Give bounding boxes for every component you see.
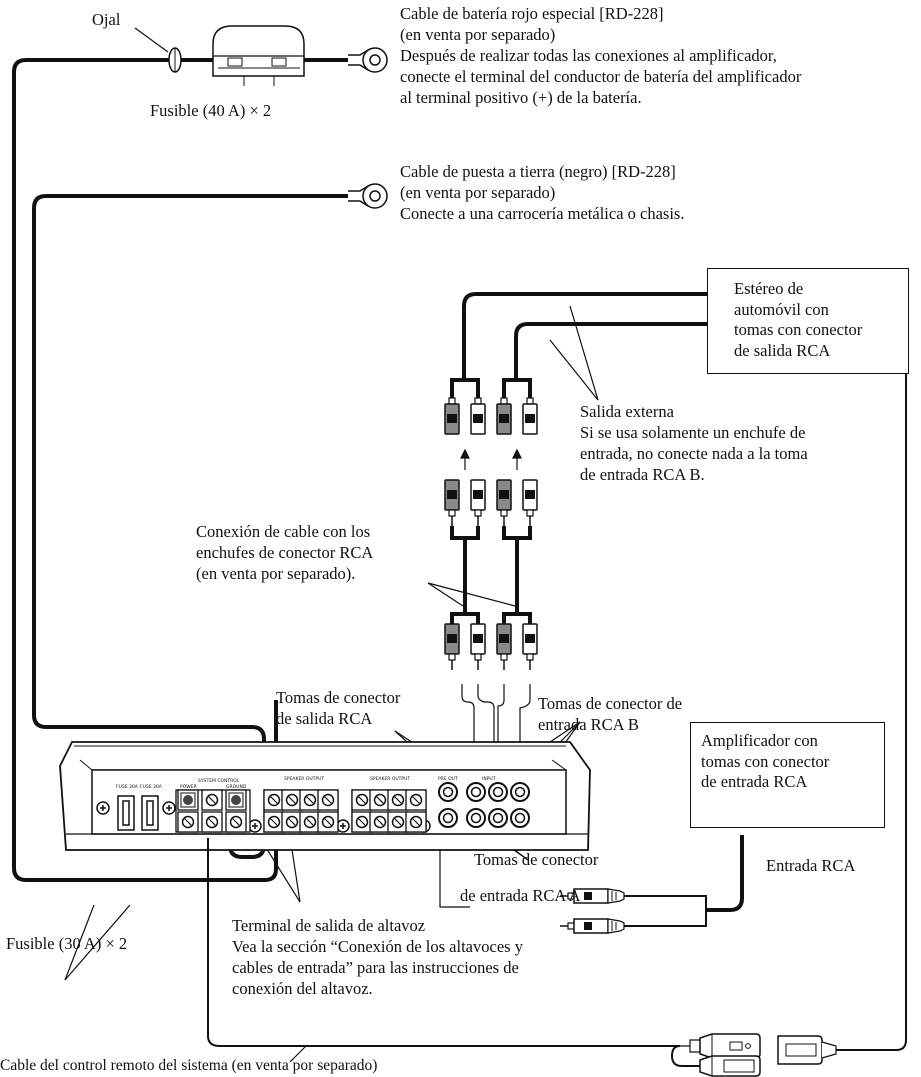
panel-fuse-a: FUSE 30A <box>116 784 139 790</box>
panel-power: POWER <box>180 784 197 790</box>
rca-cable-label-3: (en venta por separado). <box>196 564 356 583</box>
battery-cable <box>12 58 348 882</box>
car-stereo-box: Estéreo de automóvil con tomas con conec… <box>707 268 909 374</box>
battery-note-2: conecte el terminal del conductor de bat… <box>400 67 802 86</box>
panel-speaker-output-1: SPEAKER OUTPUT <box>284 776 324 782</box>
rca-connection-cable <box>450 526 532 624</box>
speaker-output-label-1: Terminal de salida de altavoz <box>232 916 426 935</box>
connection-arrows <box>460 448 522 470</box>
stereo-line-4: de salida RCA <box>734 340 831 360</box>
battery-note-1: Después de realizar todas las conexiones… <box>400 46 777 65</box>
rca-input-label: Entrada RCA <box>766 856 856 875</box>
speaker-output-label-4: conexión del altavoz. <box>232 979 373 998</box>
rca-input-a-label-2: de entrada RCA A <box>460 886 581 905</box>
remote-connector-top <box>680 1033 761 1059</box>
grommet-label: Ojal <box>92 10 121 29</box>
stereo-output-cables <box>450 292 707 398</box>
ground-sold-separately: (en venta por separado) <box>400 183 556 202</box>
speaker-output-label-2: Vea la sección “Conexión de los altavoce… <box>232 937 523 956</box>
rca-output-jacks-label-2: de salida RCA <box>276 709 373 728</box>
rca-input-b-label-1: Tomas de conector de <box>538 694 683 713</box>
remote-connector-bottom <box>699 1055 761 1077</box>
panel-labels: FUSE 30A FUSE 30A POWER SYSTEM CONTROL G… <box>116 776 496 790</box>
panel-ground: GROUND <box>226 784 247 790</box>
amp-line-1: Amplificador con <box>701 731 818 750</box>
power-terminal-block <box>175 789 251 833</box>
fuse-30a-right <box>141 795 159 831</box>
amp-line-2: tomas con conector <box>701 751 830 771</box>
single-plug-note-2: entrada, no conecte nada a la toma <box>580 444 808 463</box>
ground-cable <box>32 194 348 859</box>
ground-cable-label: Cable de puesta a tierra (negro) [RD-228… <box>400 162 676 181</box>
grommet-icon <box>168 47 182 73</box>
fuse-holder-icon <box>212 25 305 86</box>
battery-note-3: al terminal positivo (+) de la batería. <box>400 88 642 107</box>
rca-cable-label-2: enchufes de conector RCA <box>196 543 374 562</box>
rca-connection-cable-plugs <box>444 479 538 527</box>
stereo-line-1: Estéreo de <box>734 279 804 298</box>
fuse-30a-left <box>117 795 135 831</box>
remote-control-wire <box>207 370 907 1067</box>
rca-cable-label-1: Conexión de cable con los <box>196 522 371 541</box>
rca-input-cable <box>620 835 744 927</box>
rca-input-b-label-2: entrada RCA B <box>538 715 639 734</box>
speaker-output-label-3: cables de entrada” para las instruccione… <box>232 958 519 977</box>
battery-ring-terminal-icon <box>348 47 388 73</box>
stereo-remote-connector <box>777 1035 837 1065</box>
ground-ring-terminal-icon <box>348 183 388 209</box>
ground-note: Conecte a una carrocería metálica o chas… <box>400 204 685 223</box>
speaker-terminals-2 <box>351 789 427 833</box>
fuse-30a-label: Fusible (30 A) × 2 <box>6 934 128 953</box>
external-output-label: Salida externa <box>580 402 674 421</box>
input-wires <box>461 684 531 760</box>
panel-pre-out: PRE OUT <box>438 776 458 782</box>
panel-speaker-output-2: SPEAKER OUTPUT <box>370 776 410 782</box>
panel-input: INPUT <box>482 776 496 782</box>
remote-cable-label: Cable del control remoto del sistema (en… <box>0 1057 378 1074</box>
stereo-rca-plugs <box>444 387 538 435</box>
amp-line-3: de entrada RCA <box>701 772 808 791</box>
stereo-line-3: tomas con conector <box>734 320 863 339</box>
rca-input-a-label-1: Tomas de conector <box>474 850 599 869</box>
rca-output-jacks-label-1: Tomas de conector <box>276 688 401 707</box>
battery-cable-label: Cable de batería rojo especial [RD-228] <box>400 4 664 23</box>
speaker-terminals-1 <box>263 789 339 833</box>
single-plug-note-3: de entrada RCA B. <box>580 465 705 484</box>
single-plug-note-1: Si se usa solamente un enchufe de <box>580 423 806 442</box>
panel-fuse-b: FUSE 30A <box>140 784 163 790</box>
battery-sold-separately: (en venta por separado) <box>400 25 556 44</box>
panel-system-control: SYSTEM CONTROL <box>198 778 240 784</box>
amplifier-box: Amplificador con tomas con conector de e… <box>690 722 885 828</box>
stereo-line-2: automóvil con <box>734 299 829 319</box>
fuse-40a-label: Fusible (40 A) × 2 <box>150 101 272 120</box>
rca-connection-plugs-lower <box>444 623 538 671</box>
